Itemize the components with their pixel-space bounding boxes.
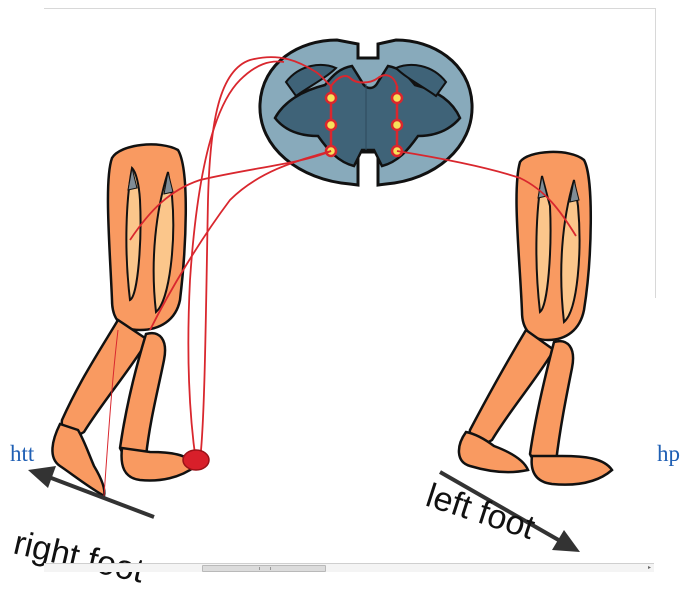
scrollbar-thumb[interactable] [202, 565, 326, 572]
right-leg [52, 144, 196, 496]
scrollbar-grip-icon [259, 567, 271, 570]
link-fragment-right[interactable]: hp [657, 441, 680, 467]
right-foot-label: right foot [10, 524, 148, 590]
right-thigh [108, 144, 186, 330]
neuron-dot [326, 120, 336, 130]
neuron-dot [392, 93, 402, 103]
right-back-foot [52, 424, 104, 496]
neuron-dot [326, 93, 336, 103]
left-foot-label: left foot [422, 476, 540, 547]
left-leg [459, 152, 612, 485]
red-stimulus-dot [183, 450, 209, 470]
left-front-foot [532, 456, 612, 485]
horizontal-scrollbar[interactable]: ▸ [44, 563, 654, 572]
neuron-dot [392, 120, 402, 130]
scrollbar-end-icon[interactable]: ▸ [648, 565, 651, 571]
link-fragment-left[interactable]: htt [10, 441, 34, 467]
